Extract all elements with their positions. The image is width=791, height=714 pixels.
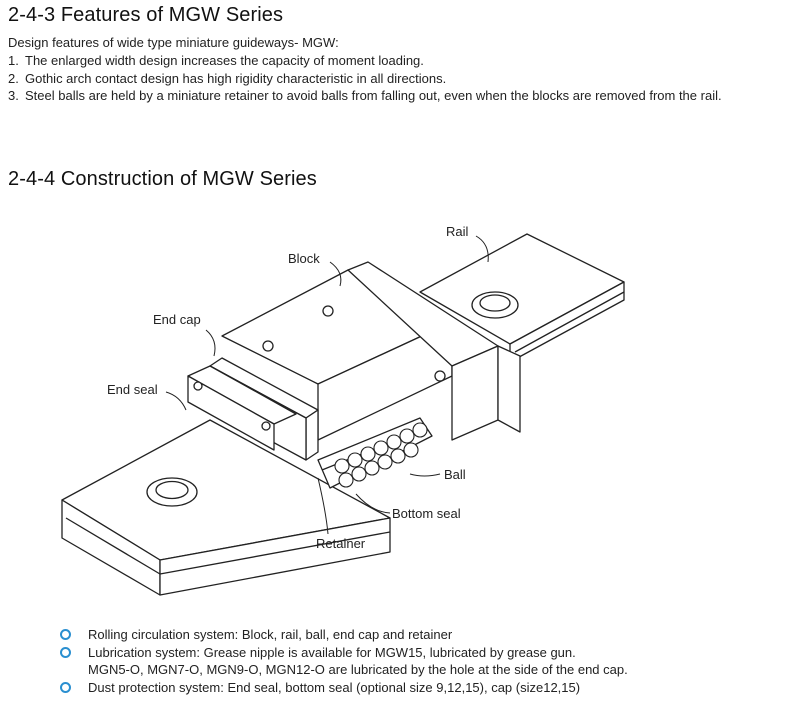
- label-bottom-seal: Bottom seal: [392, 506, 461, 521]
- label-end-cap: End cap: [153, 312, 201, 327]
- bullet-circle-icon: [60, 646, 71, 658]
- bottom-seal-leader: [355, 493, 391, 514]
- bullet-text: Rolling circulation system: Block, rail,…: [88, 627, 453, 642]
- feature-text: Gothic arch contact design has high rigi…: [25, 70, 447, 86]
- feature-item: 1. The enlarged width design increases th…: [8, 52, 768, 70]
- label-ball: Ball: [444, 467, 466, 482]
- section-title-construction: 2-4-4 Construction of MGW Series: [8, 168, 317, 190]
- feature-text: The enlarged width design increases the …: [25, 53, 424, 68]
- bullet-item: Lubrication system: Grease nipple is ava…: [60, 644, 780, 679]
- bullet-item: Rolling circulation system: Block, rail,…: [60, 626, 780, 644]
- label-rail: Rail: [446, 224, 469, 239]
- label-block: Block: [288, 251, 320, 266]
- balls-drawing: [334, 422, 428, 488]
- feature-item: 2. Gothic arch contact design has high ri…: [8, 70, 768, 88]
- rail-front-drawing: [61, 419, 391, 596]
- end-seal-leader: [165, 391, 187, 411]
- label-retainer: Retainer: [316, 536, 366, 551]
- bullet-item: Dust protection system: End seal, bottom…: [60, 679, 780, 697]
- feature-item: 3. Steel balls are held by a miniature re…: [8, 87, 768, 105]
- end-seal-drawing: [187, 365, 297, 451]
- bullet-subtext: MGN5-O, MGN7-O, MGN9-O, MGN12-O are lubr…: [88, 662, 628, 677]
- rail-back-drawing: [419, 233, 625, 363]
- bullet-text: Lubrication system: Grease nipple is ava…: [88, 644, 576, 660]
- bullet-circle-icon: [60, 629, 71, 640]
- retainer-leader: [317, 477, 329, 535]
- feature-number: 1.: [8, 53, 19, 68]
- feature-number: 3.: [8, 88, 19, 103]
- section-title-features: 2-4-3 Features of MGW Series: [8, 4, 284, 26]
- rail-leader: [475, 235, 489, 263]
- feature-text: Steel balls are held by a miniature reta…: [25, 88, 722, 103]
- end-cap-leader: [205, 329, 216, 357]
- features-list: 1. The enlarged width design increases th…: [8, 52, 768, 105]
- guideway-construction-diagram: Rail Block End cap End seal Ball Bottom …: [61, 224, 625, 596]
- system-bullets: Rolling circulation system: Block, rail,…: [60, 626, 780, 696]
- feature-number: 2.: [8, 70, 19, 86]
- cap-band-drawing: [497, 345, 521, 433]
- label-end-seal: End seal: [107, 382, 158, 397]
- block-leader: [329, 261, 342, 287]
- features-intro: Design features of wide type miniature g…: [8, 35, 339, 50]
- ball-leader: [409, 473, 441, 477]
- block-drawing: [221, 261, 499, 441]
- bullet-text: Dust protection system: End seal, bottom…: [88, 679, 581, 695]
- bullet-circle-icon: [60, 681, 71, 693]
